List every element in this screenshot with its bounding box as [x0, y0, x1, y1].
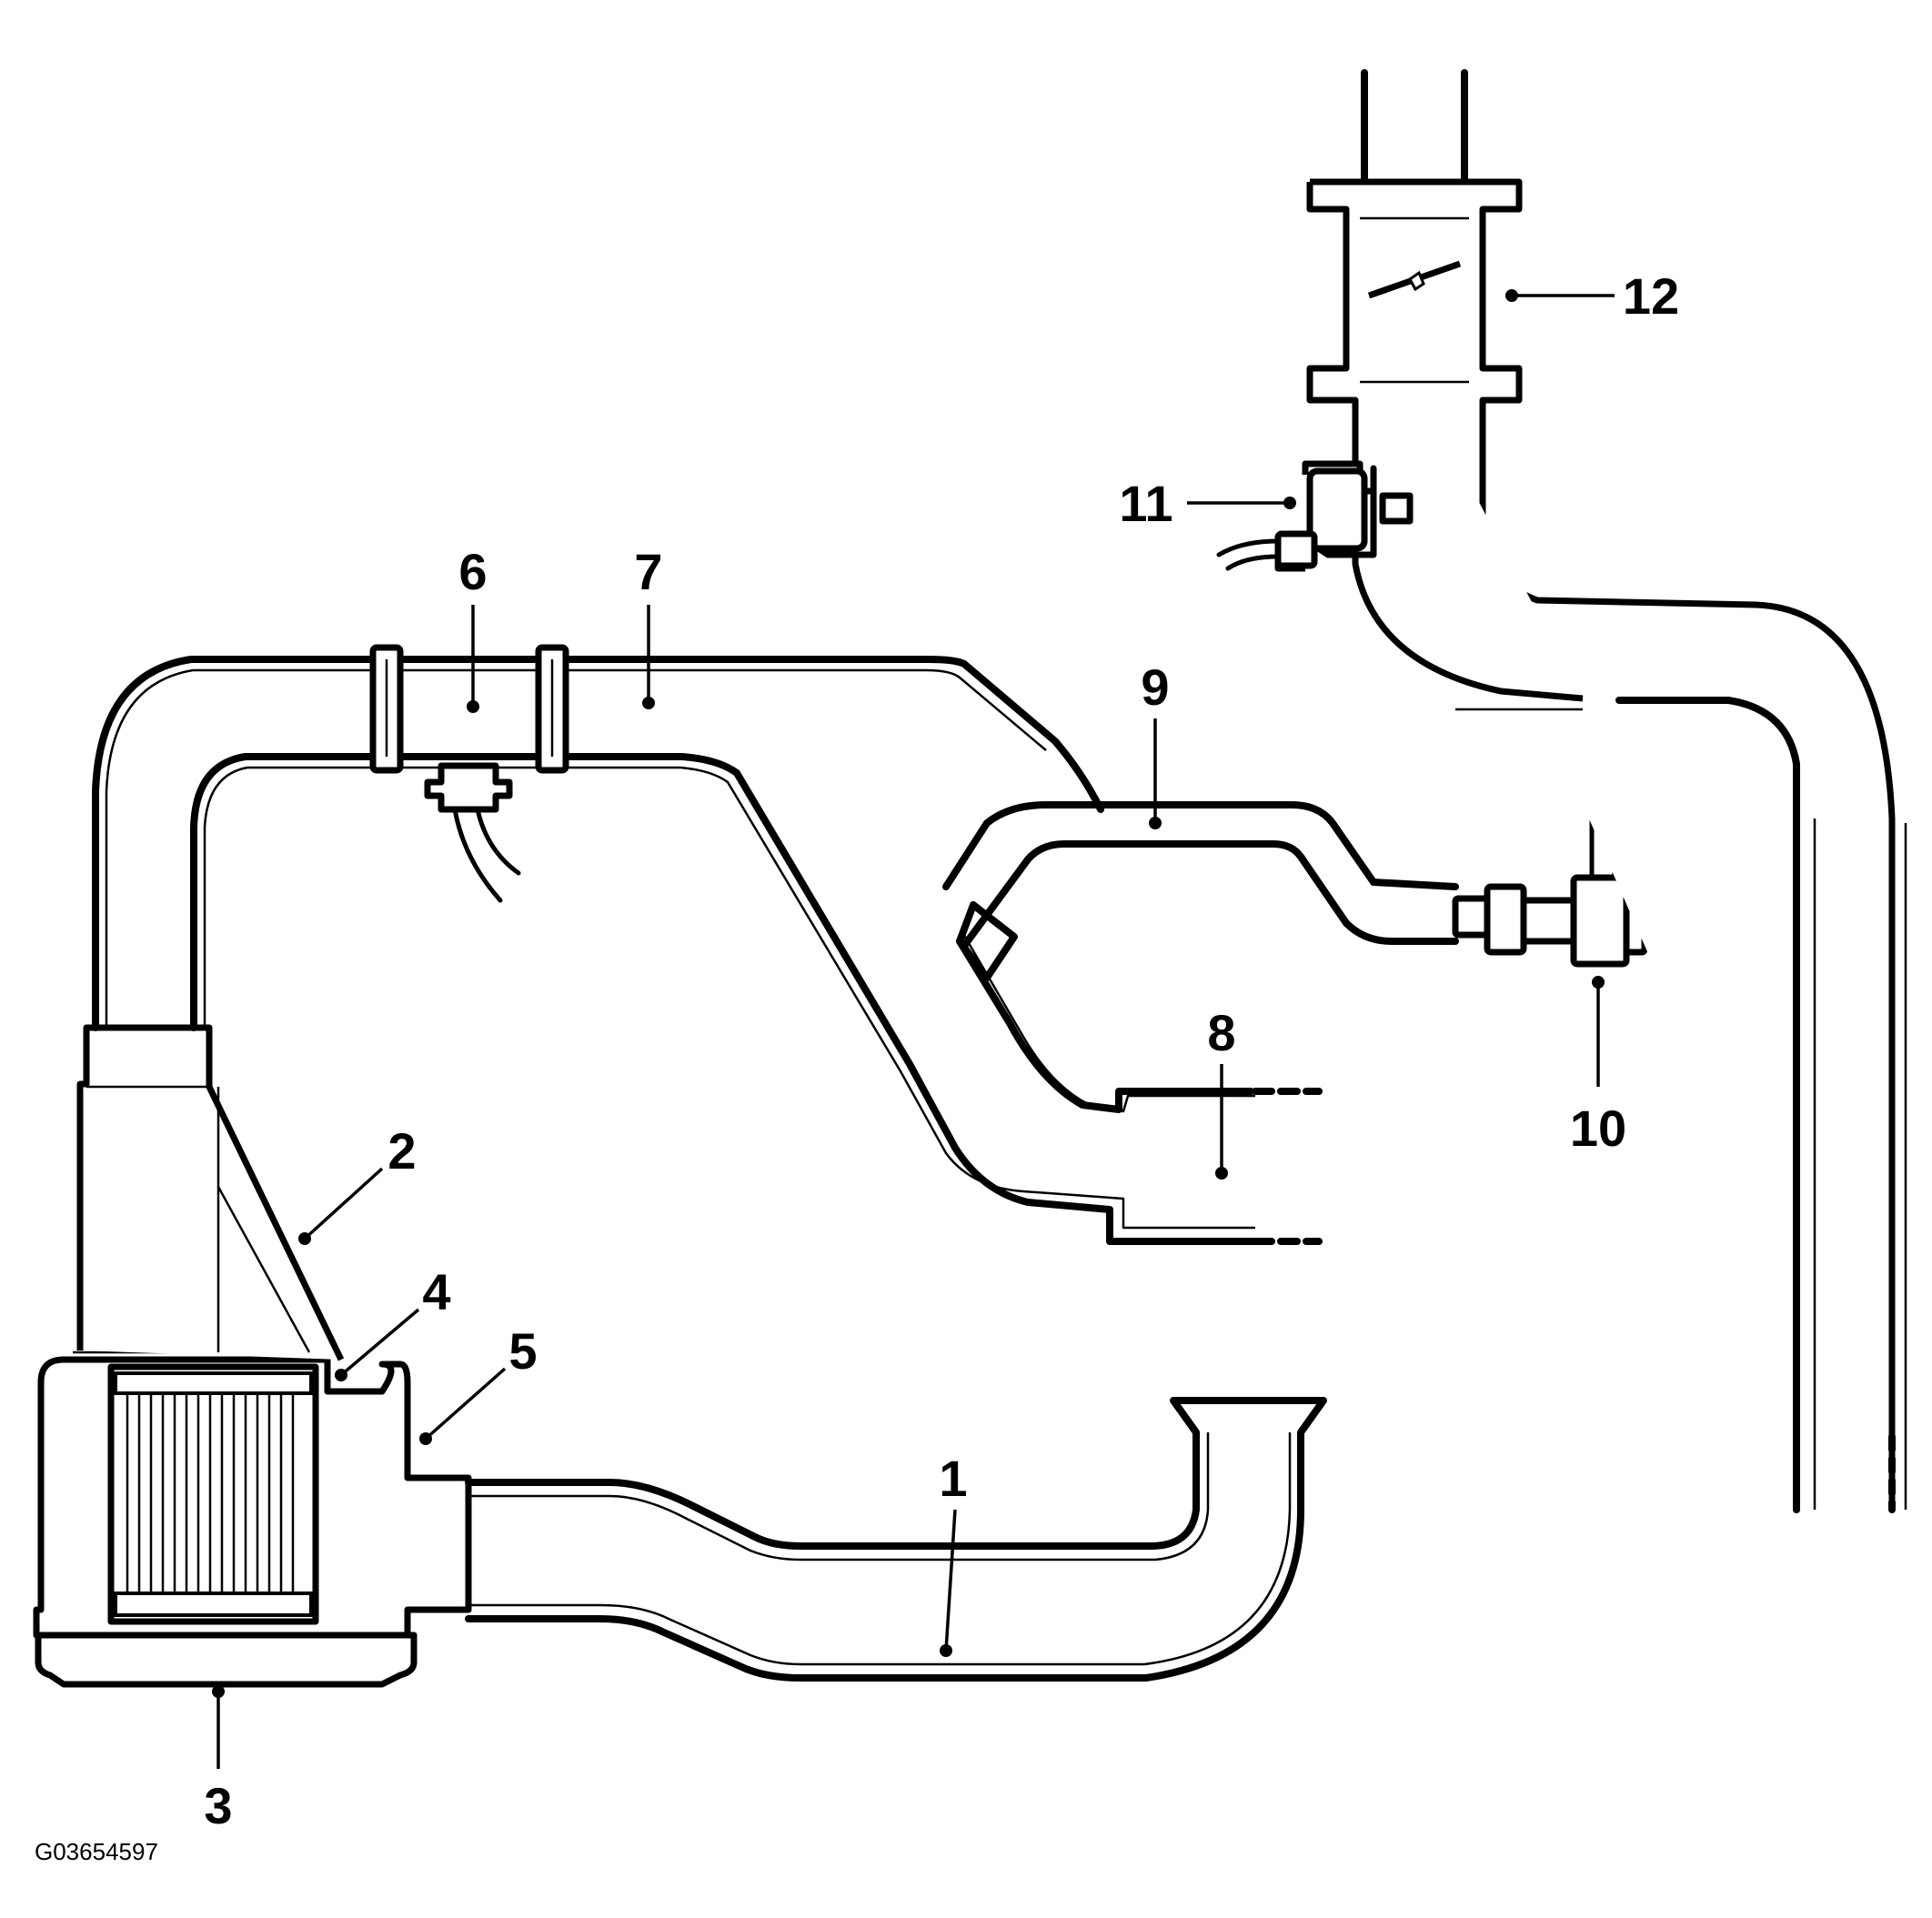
- callout-5: 5: [508, 1322, 537, 1380]
- callout-3: 3: [204, 1777, 232, 1834]
- throttle-tube: [1306, 69, 1907, 1513]
- cleaner-outlet-tower: [76, 1024, 345, 1361]
- callout-6: 6: [458, 543, 487, 600]
- callout-9: 9: [1141, 658, 1169, 716]
- callout-11: 11: [1119, 475, 1172, 532]
- pipe-sensor: [1216, 460, 1414, 572]
- callout-10: 10: [1570, 1100, 1626, 1157]
- callout-labels: 1 2 3 4 5 6 7 8 9 10 11 12: [204, 267, 1679, 1834]
- callout-4: 4: [422, 1263, 450, 1321]
- callout-12: 12: [1623, 267, 1679, 325]
- outlet-duct: [92, 644, 1323, 1245]
- duct-sensor: [424, 762, 521, 903]
- callout-7: 7: [634, 543, 662, 600]
- inlet-duct: [465, 1397, 1327, 1682]
- air-cleaner-housing: [33, 1351, 472, 1688]
- callout-2: 2: [387, 1122, 416, 1180]
- callout-8: 8: [1207, 1004, 1235, 1061]
- figure-id: G03654597: [35, 1838, 158, 1865]
- branch-hose: [942, 801, 1459, 981]
- callout-1: 1: [939, 1450, 967, 1507]
- leader-lines: [212, 289, 1615, 1769]
